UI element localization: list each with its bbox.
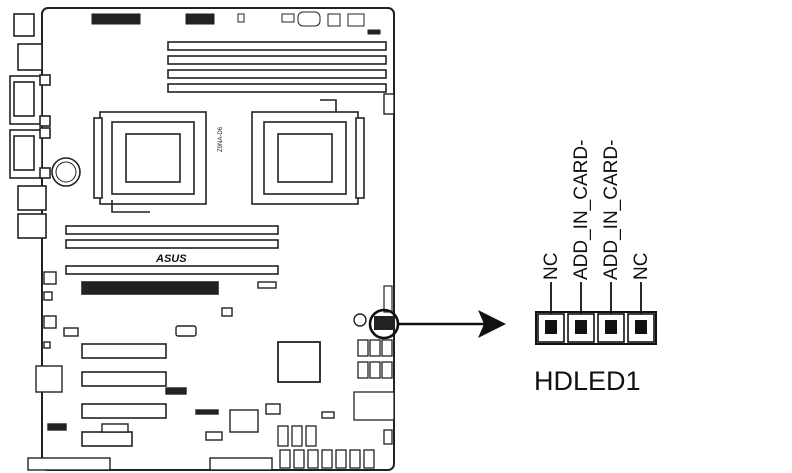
capacitor: [353, 313, 367, 327]
pin-1-label: NC: [541, 253, 562, 280]
pcie-slots: [81, 343, 167, 447]
hdled1-on-board: [374, 316, 394, 330]
cpu-socket-1: [93, 111, 207, 213]
pin-4-label: NC: [631, 253, 652, 280]
pin-2: ADD_IN_CARD-: [567, 140, 595, 343]
pin-4: NC: [627, 253, 655, 343]
pin-1: NC: [537, 253, 565, 343]
brand-logo: ASUS: [155, 253, 187, 265]
pointer-arrow: [398, 310, 506, 338]
cpu-socket-2: [251, 99, 365, 205]
model-silkscreen: Z9NA-D6: [218, 126, 224, 152]
rear-io-ports: [9, 13, 51, 239]
misc-components: [35, 271, 277, 393]
front-panel-header: [383, 285, 393, 313]
pin-3: ADD_IN_CARD-: [597, 140, 625, 343]
chipset: [277, 341, 321, 383]
top-headers: [91, 11, 381, 35]
pin-2-label: ADD_IN_CARD-: [571, 140, 592, 280]
memory-slots-middle: [65, 225, 279, 295]
sata-ports: [277, 339, 395, 469]
board: Z9NA-D6 ASUS: [9, 7, 400, 471]
connector-name: HDLED1: [534, 366, 641, 396]
memory-slots-top: [167, 41, 387, 93]
bottom-components: [27, 387, 335, 471]
hdled1-connector: NC ADD_IN_CARD- ADD_IN_CARD- NC HDLED1: [534, 140, 657, 396]
pin-3-label: ADD_IN_CARD-: [601, 140, 622, 280]
